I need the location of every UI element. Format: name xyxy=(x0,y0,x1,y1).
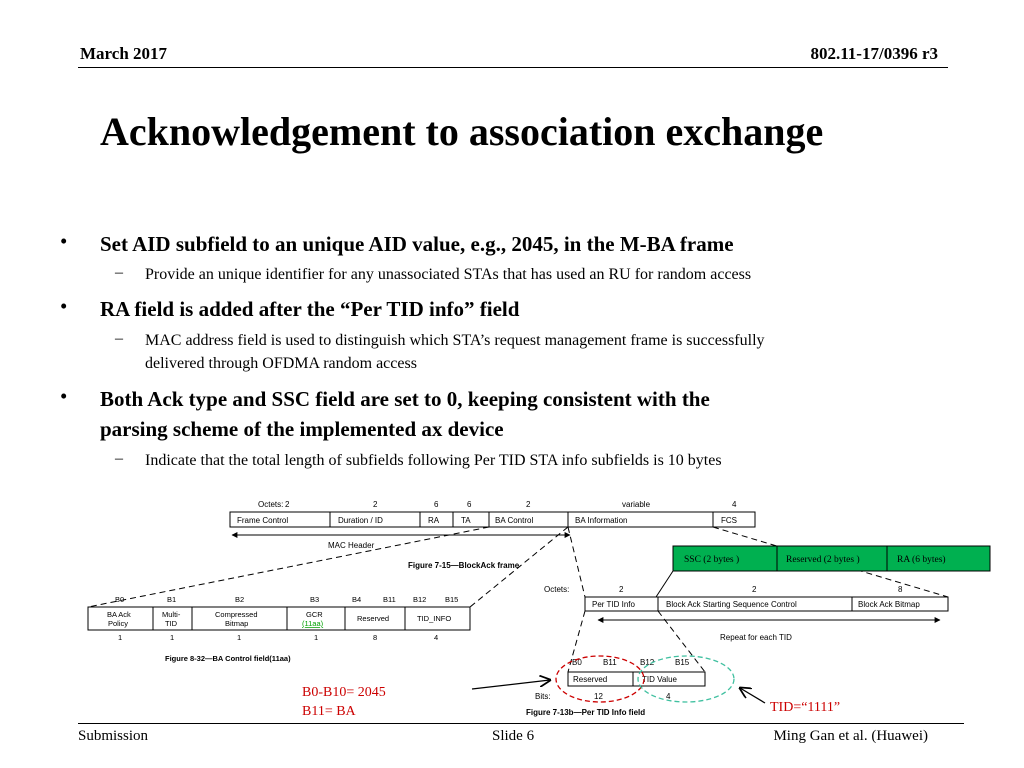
mac-header-label: MAC Header xyxy=(328,541,375,550)
footer-author: Ming Gan et al. (Huawei) xyxy=(773,728,928,744)
field-multi-tid: Multi- xyxy=(162,610,181,619)
footer-rule xyxy=(78,723,964,724)
bit-label: B11 xyxy=(383,595,396,604)
octets-label: Octets: xyxy=(544,585,569,594)
field-size: 8 xyxy=(373,633,377,642)
figure-caption: Figure 7-13b—Per TID Info field xyxy=(526,708,645,717)
aid-annotation-line-1: B0-B10= 2045 xyxy=(302,685,386,700)
bit-label: B15 xyxy=(675,658,690,667)
bullet-2: RA field is added after the “Per TID inf… xyxy=(100,297,520,321)
field-size: 1 xyxy=(314,633,318,642)
field-reserved-added: Reserved (2 bytes ) xyxy=(786,554,860,565)
figure-caption: Figure 7-15—BlockAck frame xyxy=(408,561,520,570)
header-doc-id: 802.11-17/0396 r3 xyxy=(810,44,939,63)
field-compressed-bitmap: Compressed xyxy=(215,610,258,619)
aid-arrow xyxy=(471,680,550,690)
bullet-marker: • xyxy=(60,384,68,408)
footer-slide-number: Slide 6 xyxy=(492,728,535,744)
aid-annotation: B0-B10= 2045 B11= BA xyxy=(302,683,386,721)
added-fields: SSC (2 bytes ) Reserved (2 bytes ) RA (6… xyxy=(672,545,991,572)
field-size: 1 xyxy=(237,633,241,642)
field-gcr-11aa: (11aa) xyxy=(302,619,324,628)
field-size: 4 xyxy=(434,633,438,642)
bullet-marker: • xyxy=(60,229,68,253)
bit-label: B11 xyxy=(603,658,617,667)
tid-info-field: B0 B11 B12 B15 Reserved TID Value Bits: … xyxy=(526,658,706,717)
field-ba-control: BA Control xyxy=(495,516,533,525)
field-compressed-bitmap-2: Bitmap xyxy=(225,619,248,628)
field-ba-information: BA Information xyxy=(575,516,627,525)
field-gcr: GCR xyxy=(306,610,323,619)
bullet-marker: • xyxy=(60,294,68,318)
octet-size: 2 xyxy=(752,585,757,594)
tid-arrow xyxy=(740,688,766,704)
aid-annotation-line-2: B11= BA xyxy=(302,704,356,719)
octet-size: 6 xyxy=(434,500,439,509)
field-frame-control: Frame Control xyxy=(237,516,288,525)
field-size: 4 xyxy=(666,692,671,701)
octets-label: Octets: xyxy=(258,500,283,509)
sub-bullet-3-1: Indicate that the total length of subfie… xyxy=(145,452,722,469)
bit-label: B2 xyxy=(235,595,244,604)
field-ssc-control: Block Ack Starting Sequence Control xyxy=(666,600,797,609)
octet-size: 8 xyxy=(898,585,903,594)
repeat-label: Repeat for each TID xyxy=(720,633,792,642)
sub-bullet-marker: – xyxy=(115,330,123,347)
field-reserved-bits: Reserved xyxy=(573,675,607,684)
field-size: 12 xyxy=(594,692,603,701)
bit-label: B3 xyxy=(310,595,319,604)
field-ssc: SSC (2 bytes ) xyxy=(684,554,739,565)
octet-size: 2 xyxy=(526,500,531,509)
blockack-frame: Octets: 2 2 6 6 2 variable 4 Frame Contr… xyxy=(229,500,756,570)
field-ta: TA xyxy=(461,516,471,525)
sub-bullet-2-1: MAC address field is used to distinguish… xyxy=(145,332,765,349)
octet-size: 4 xyxy=(732,500,737,509)
reserved-highlight-ellipse xyxy=(555,655,645,703)
bit-label: B4 xyxy=(352,595,361,604)
field-ba-ack-policy: BA Ack xyxy=(107,610,131,619)
octet-size: 2 xyxy=(285,500,290,509)
bit-label: B0 xyxy=(115,595,124,604)
bullet-1: Set AID subfield to an unique AID value,… xyxy=(100,232,734,256)
octet-size: 6 xyxy=(467,500,472,509)
octet-size: variable xyxy=(622,500,651,509)
field-ba-ack-policy-2: Policy xyxy=(108,619,128,628)
sub-bullet-2-1-cont: delivered through OFDMA random access xyxy=(145,355,417,372)
field-reserved: Reserved xyxy=(357,614,389,623)
per-tid-row: Octets: 2 2 8 Per TID Info Block Ack Sta… xyxy=(544,585,949,642)
field-tid-value: TID Value xyxy=(642,675,678,684)
octet-size: 2 xyxy=(373,500,378,509)
figure-caption: Figure 8-32—BA Control field(11aa) xyxy=(165,654,291,663)
field-size: 1 xyxy=(170,633,174,642)
field-size: 1 xyxy=(118,633,122,642)
field-per-tid-info: Per TID Info xyxy=(592,600,636,609)
bits-label: Bits: xyxy=(535,692,551,701)
field-fcs: FCS xyxy=(721,516,737,525)
sub-bullet-marker: – xyxy=(115,450,123,467)
tid-value-highlight-ellipse xyxy=(637,655,735,703)
ba-control-field: B0 B1 B2 B3 B4 B11 B12 B15 BA Ack Policy… xyxy=(87,595,471,663)
slide-title: Acknowledgement to association exchange xyxy=(100,109,824,154)
sub-bullet-marker: – xyxy=(115,264,123,281)
bullet-3-line-2: parsing scheme of the implemented ax dev… xyxy=(100,417,504,441)
field-multi-tid-2: TID xyxy=(165,619,178,628)
footer-submission: Submission xyxy=(78,728,149,744)
bit-label: B15 xyxy=(445,595,458,604)
bullet-3-line-1: Both Ack type and SSC field are set to 0… xyxy=(100,387,710,411)
field-ra: RA xyxy=(428,516,440,525)
bit-label: B12 xyxy=(640,658,655,667)
field-duration-id: Duration / ID xyxy=(338,516,383,525)
octet-size: 2 xyxy=(619,585,624,594)
bit-label: B1 xyxy=(167,595,176,604)
sub-bullet-1-1: Provide an unique identifier for any una… xyxy=(145,266,752,283)
tid-annotation: TID=“1111” xyxy=(770,700,841,715)
header-rule xyxy=(78,67,948,68)
bit-label: B12 xyxy=(413,595,426,604)
field-tid-info: TID_INFO xyxy=(417,614,451,623)
header-date: March 2017 xyxy=(80,44,168,63)
bit-label: B0 xyxy=(572,658,582,667)
field-ra-added: RA (6 bytes) xyxy=(897,554,946,565)
field-block-ack-bitmap: Block Ack Bitmap xyxy=(858,600,920,609)
